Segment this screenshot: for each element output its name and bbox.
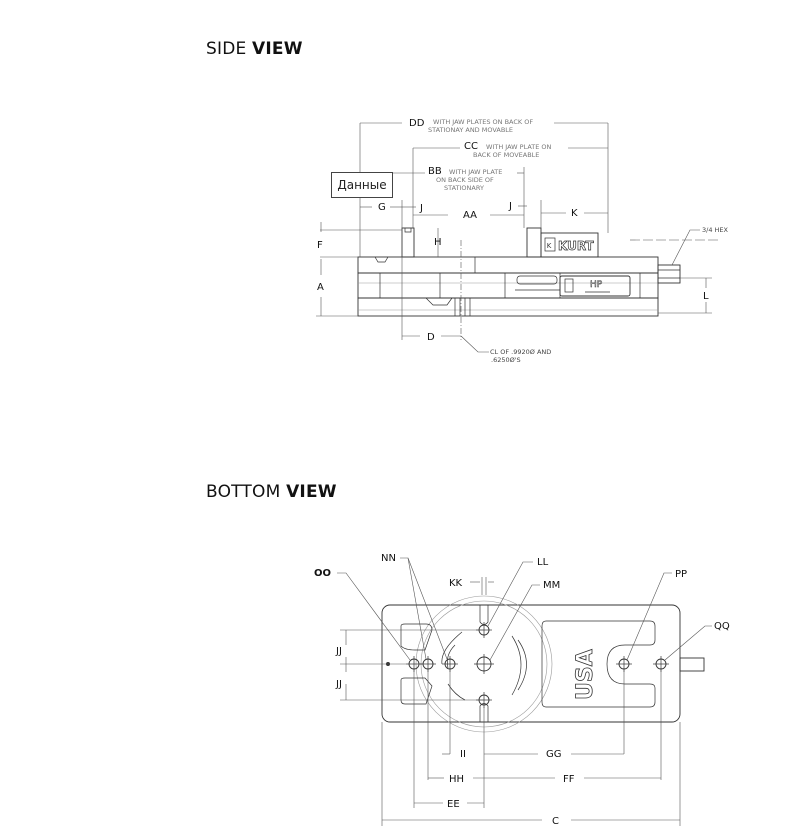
dim-BB-note-1: WITH JAW PLATE	[449, 168, 502, 176]
data-tooltip: Данные	[331, 172, 393, 198]
hex-shaft	[657, 264, 681, 284]
kurt-nameplate: K KURT	[540, 232, 599, 258]
dim-HH: HH	[449, 774, 464, 785]
dim-GG: GG	[546, 749, 562, 760]
dim-LL: LL	[537, 557, 549, 568]
dim-J-left: J	[419, 203, 423, 214]
usa-emboss: USA	[573, 649, 598, 700]
dim-QQ: QQ	[714, 621, 730, 632]
dim-BB: BB	[428, 166, 442, 177]
dim-A: A	[317, 282, 324, 293]
dim-EE: EE	[447, 799, 460, 810]
bottom-view-drawing: USA JJ JJ OO NN	[314, 553, 730, 827]
bottom-view-title-bold: VIEW	[286, 482, 337, 502]
dim-BB-note-2: ON BACK SIDE OF	[436, 176, 494, 184]
dim-G: G	[378, 202, 386, 213]
side-view-title-regular: SIDE	[206, 39, 247, 59]
dim-DD: DD	[409, 118, 425, 129]
side-view-drawing: K KURT HP DD WITH JAW PLATES ON BACK OF …	[316, 118, 729, 364]
cl-note-2: .6250Ø'S	[491, 356, 521, 364]
svg-text:K: K	[547, 242, 552, 250]
dim-H: H	[434, 237, 442, 248]
vise-base-outline	[381, 604, 681, 723]
dim-JJ-top: JJ	[335, 646, 342, 657]
dim-OO: OO	[314, 568, 331, 579]
bottom-view-title: BOTTOM VIEW	[206, 482, 337, 502]
model-plate: HP	[559, 275, 631, 297]
dim-CC-note-2: BACK OF MOVEABLE	[473, 151, 539, 159]
model-plate-text: HP	[590, 280, 603, 290]
dim-AA: AA	[463, 210, 477, 221]
dim-CC: CC	[464, 141, 478, 152]
tooltip-text: Данные	[337, 178, 387, 192]
vise-body	[357, 256, 659, 317]
dim-CC-note-1: WITH JAW PLATE ON	[486, 143, 552, 151]
dim-JJ-bottom: JJ	[335, 679, 342, 690]
dim-C: C	[552, 816, 559, 827]
side-view-title-bold: VIEW	[252, 39, 303, 59]
side-view-title: SIDE VIEW	[206, 39, 303, 59]
dim-II: II	[460, 749, 466, 760]
movable-jaw	[526, 227, 542, 258]
dim-K: K	[571, 208, 578, 219]
dim-MM: MM	[543, 580, 560, 591]
dim-KK: KK	[449, 578, 463, 589]
hex-note: 3/4 HEX	[702, 226, 729, 234]
dim-J-right: J	[508, 201, 512, 212]
kurt-brand-text: KURT	[558, 239, 595, 253]
dim-F: F	[317, 240, 323, 251]
dim-D: D	[427, 332, 435, 343]
bottom-hex-shaft	[679, 657, 705, 672]
bottom-view-title-regular: BOTTOM	[206, 482, 281, 502]
dim-DD-note-2: STATIONAY AND MOVABLE	[428, 126, 513, 134]
dim-BB-note-3: STATIONARY	[444, 184, 484, 192]
cl-note-1: CL OF .9920Ø AND	[490, 348, 551, 356]
dim-PP: PP	[675, 569, 687, 580]
dim-DD-note-1: WITH JAW PLATES ON BACK OF	[433, 118, 533, 126]
dim-NN: NN	[381, 553, 396, 564]
dim-L: L	[703, 291, 709, 302]
dim-FF: FF	[563, 774, 575, 785]
